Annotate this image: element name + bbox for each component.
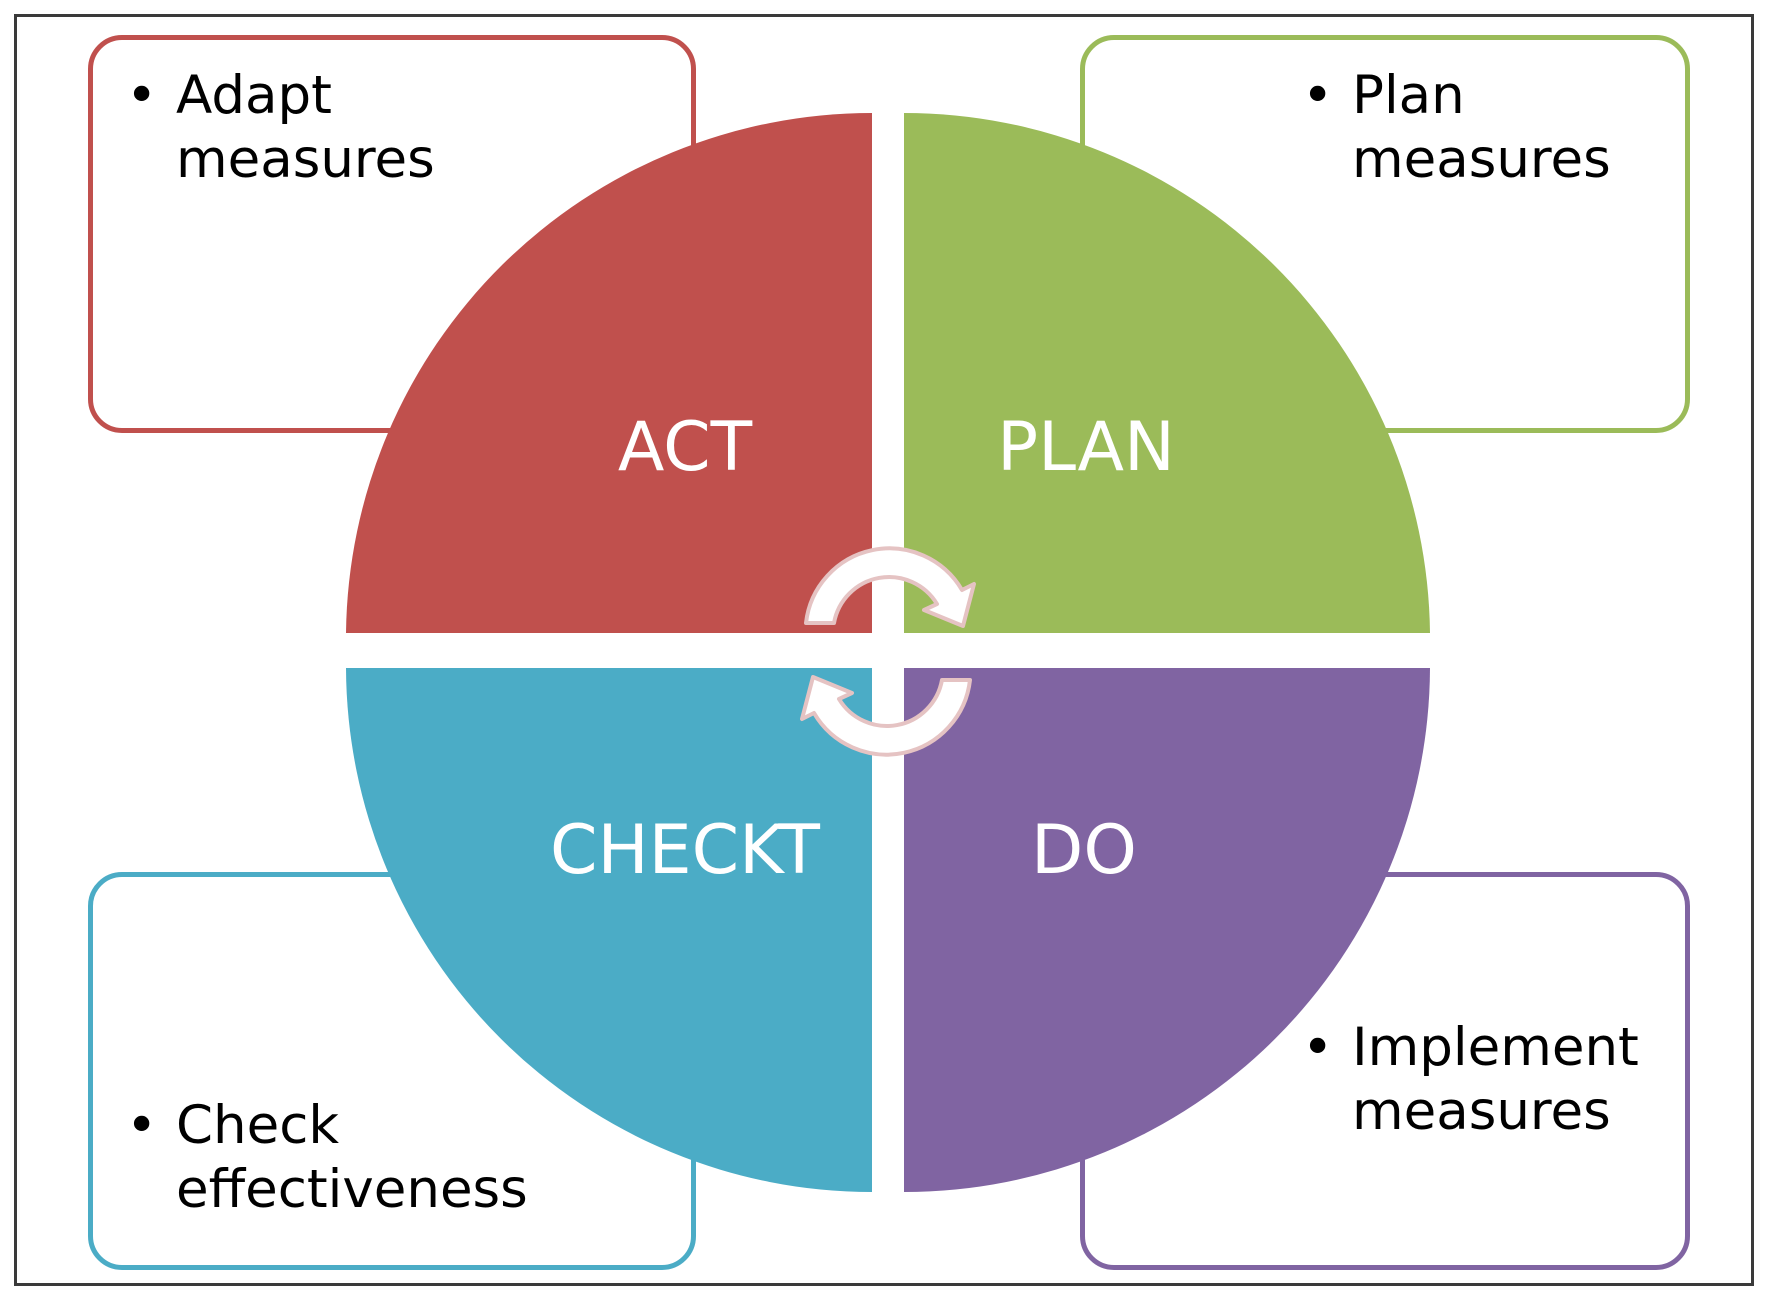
do-label: DO bbox=[1031, 811, 1137, 890]
bullet-icon: • bbox=[126, 65, 158, 126]
act-quadrant bbox=[346, 112, 872, 633]
do-note-line2: measures bbox=[1352, 1081, 1611, 1142]
bullet-icon: • bbox=[126, 1095, 158, 1156]
act-note-line1: Adapt bbox=[176, 65, 332, 126]
act-note: • Adapt measures bbox=[118, 64, 435, 192]
plan-note: • Plan measures bbox=[1294, 64, 1611, 192]
plan-note-line1: Plan bbox=[1352, 65, 1465, 126]
check-note-line2: effectiveness bbox=[176, 1159, 528, 1220]
check-note: • Check effectiveness bbox=[118, 1094, 528, 1222]
act-note-line2: measures bbox=[176, 129, 435, 190]
bullet-icon: • bbox=[1302, 65, 1334, 126]
do-note-line1: Implement bbox=[1352, 1017, 1639, 1078]
plan-label: PLAN bbox=[997, 408, 1175, 487]
do-note: • Implement measures bbox=[1294, 1016, 1639, 1144]
do-quadrant bbox=[904, 668, 1430, 1192]
plan-note-line2: measures bbox=[1352, 129, 1611, 190]
clockwise-arrow-icon bbox=[804, 546, 976, 628]
act-label: ACT bbox=[618, 408, 753, 487]
check-quadrant bbox=[346, 668, 872, 1192]
bullet-icon: • bbox=[1302, 1017, 1334, 1078]
plan-quadrant bbox=[904, 112, 1430, 633]
check-note-line1: Check bbox=[176, 1095, 340, 1156]
clockwise-arrow-icon bbox=[800, 675, 972, 757]
check-label: CHECKT bbox=[550, 811, 820, 890]
